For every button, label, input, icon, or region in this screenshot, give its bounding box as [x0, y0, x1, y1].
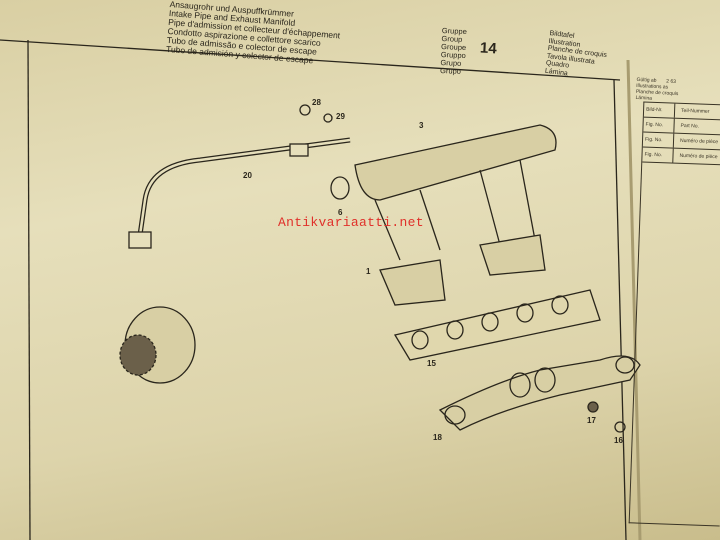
washer-29: [323, 113, 333, 123]
frame-left: [27, 39, 31, 540]
watermark: Antikvariaatti.net: [278, 215, 424, 230]
cell: Fig. No.: [643, 117, 675, 133]
frame-right: [613, 79, 627, 540]
part-label-28: 28: [312, 98, 321, 107]
part-label-16: 16: [614, 436, 623, 445]
cell: Numéro de pièce: [679, 137, 719, 146]
parts-table: Bild-Nr. Teil-Nummer Fig. No. Part No. Fig…: [628, 101, 720, 527]
group-labels: Gruppe Group Groupe Gruppo Grupo Grupo: [439, 26, 467, 76]
cell: Numéro de pièce: [679, 152, 718, 161]
washer-16: [614, 421, 626, 433]
table-row: Fig. No. Numéro de pièce: [642, 147, 720, 166]
cell: Teil-Nummer: [680, 107, 710, 115]
cell: Bild-Nr.: [643, 102, 676, 118]
cell: Fig. No.: [642, 132, 675, 148]
validity-block: Gültig ab 2 63 Illustrations as Planche …: [635, 77, 679, 103]
part-label-15: 15: [427, 359, 436, 368]
group-label: Grupo: [439, 65, 462, 76]
exhaust-manifold-18: [438, 355, 641, 431]
group-number: 14: [479, 39, 498, 58]
nut-28: [299, 104, 311, 116]
cell: Part No.: [680, 122, 700, 130]
page-fold: [626, 59, 642, 540]
header-rule: [0, 39, 621, 81]
part-label-3: 3: [419, 121, 424, 130]
part-label-20: 20: [243, 171, 252, 180]
part-label-1: 1: [366, 267, 371, 276]
illustration-labels: Bildtafel Illustration Planche de croqui…: [545, 30, 610, 82]
intake-manifold-1: [354, 124, 557, 201]
part-label-17: 17: [587, 416, 596, 425]
part-label-6: 6: [338, 208, 343, 217]
cell: Fig. No.: [642, 147, 674, 163]
nut-17: [587, 401, 599, 413]
part-label-18: 18: [433, 433, 442, 442]
part-label-29: 29: [336, 112, 345, 121]
